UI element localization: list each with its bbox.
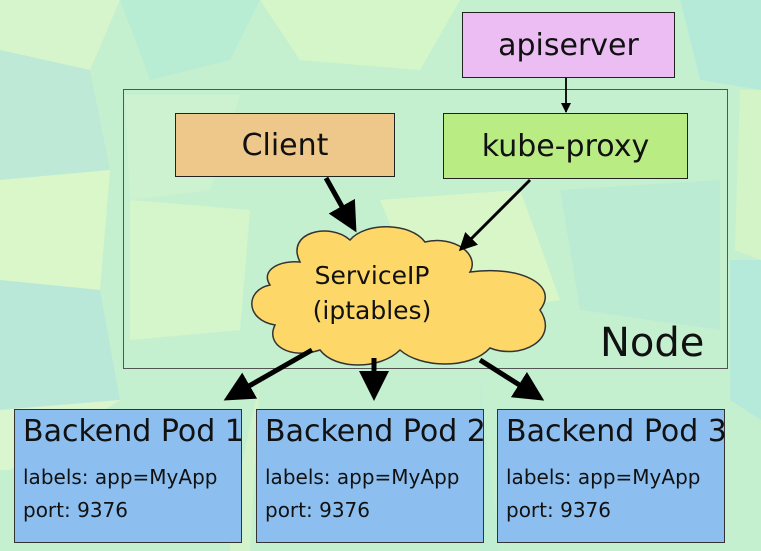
client-label: Client [241,127,329,163]
pod-labels: labels: app=MyApp [23,465,218,489]
service-cloud [251,226,547,366]
client-box: Client [175,113,395,177]
pod-labels: labels: app=MyApp [265,465,460,489]
pod-title: Backend Pod 3 [506,414,727,449]
arrow-client-to-service [323,176,357,233]
kube-proxy-label: kube-proxy [481,128,650,164]
backend-pod-1: Backend Pod 1 labels: app=MyApp port: 93… [14,409,244,543]
arrow-kube-proxy-to-service [458,178,532,252]
apiserver-box: apiserver [462,12,675,78]
pod-labels: labels: app=MyApp [506,465,701,489]
node-label: Node [600,320,705,366]
arrow-service-to-pod-1 [223,347,314,401]
backend-pod-2: Backend Pod 2 labels: app=MyApp port: 93… [256,409,486,543]
apiserver-label: apiserver [498,27,639,63]
pod-port: port: 9376 [23,498,128,522]
pod-title: Backend Pod 2 [265,414,486,449]
service-ip-line2: (iptables) [312,296,432,325]
backend-pod-3: Backend Pod 3 labels: app=MyApp port: 93… [497,409,727,543]
arrow-service-to-pod-3 [478,357,545,401]
node-boundary [123,89,728,369]
kube-proxy-box: kube-proxy [443,113,688,179]
pod-port: port: 9376 [506,498,611,522]
pod-title: Backend Pod 1 [23,414,244,449]
service-ip-line1: ServiceIP [314,261,430,290]
pod-port: port: 9376 [265,498,370,522]
service-ip-text: ServiceIP (iptables) [262,258,482,328]
